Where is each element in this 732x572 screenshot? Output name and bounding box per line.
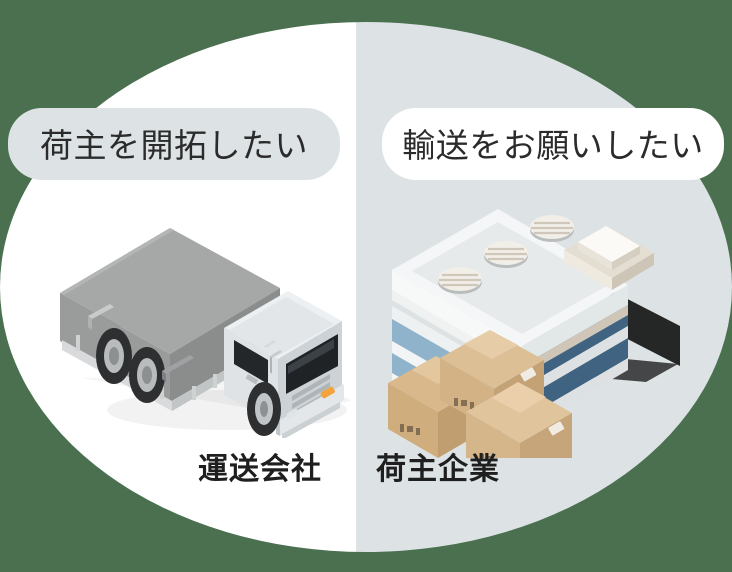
caption-transport-company: 運送会社 <box>198 453 322 486</box>
truck-icon <box>60 228 352 438</box>
roof-vent-icon <box>438 215 574 294</box>
warehouse-icon <box>388 209 680 458</box>
speech-bubble-left: 荷主を開拓したい <box>8 108 340 180</box>
cardboard-boxes-icon <box>388 330 572 458</box>
speech-bubble-right-text: 輸送をお願いしたい <box>402 126 704 164</box>
speech-bubble-left-text: 荷主を開拓したい <box>40 126 308 164</box>
caption-shipper-company: 荷主企業 <box>376 453 500 486</box>
speech-bubble-right: 輸送をお願いしたい <box>382 108 724 180</box>
